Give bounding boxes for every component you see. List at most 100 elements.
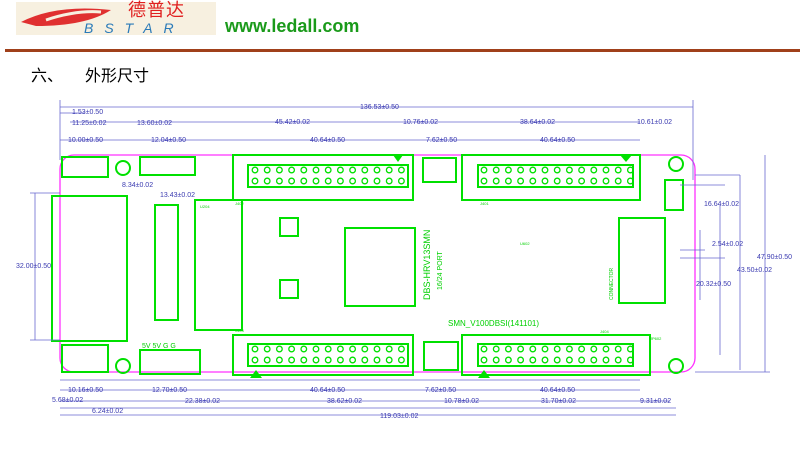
pin [275, 177, 283, 185]
jp602-silk: JP602 [650, 336, 662, 341]
dimension-label: 10.61±0.02 [637, 119, 672, 126]
pin [361, 356, 369, 364]
dimension-label: 7.62±0.50 [425, 387, 456, 394]
logo-chinese: 德普达 [128, 0, 185, 21]
pin [602, 345, 610, 353]
chip [279, 279, 299, 299]
pin [251, 166, 259, 174]
connector-j402: J402 [232, 154, 414, 206]
pin [263, 166, 271, 174]
pin [626, 345, 634, 353]
pin [565, 166, 573, 174]
connector-2pin-top [422, 157, 457, 183]
dimension-label: 22.38±0.02 [185, 398, 220, 405]
pin [385, 177, 393, 185]
pin [553, 166, 561, 174]
pin [504, 166, 512, 174]
pin [517, 177, 525, 185]
power-silk-label: 5V 5V G G [142, 343, 176, 350]
dimension-label: 13.60±0.02 [137, 120, 172, 127]
u204-silk: U204 [200, 204, 210, 209]
chip [279, 217, 299, 237]
connector-j403: J403 [232, 328, 414, 378]
pin [626, 177, 634, 185]
dimension-label: 40.64±0.50 [540, 387, 575, 394]
pin [373, 177, 381, 185]
side-switch [664, 179, 684, 211]
pin [336, 345, 344, 353]
j401-silk: J401 [480, 201, 489, 206]
dimension-label: 38.62±0.02 [327, 398, 362, 405]
pin [541, 345, 549, 353]
pin [578, 356, 586, 364]
pin [312, 166, 320, 174]
pin [541, 356, 549, 364]
pin [397, 177, 405, 185]
connector-4pin-top-left [61, 156, 109, 178]
dimension-label: 12.70±0.50 [152, 387, 187, 394]
pin [385, 345, 393, 353]
logo-english: BSTAR [84, 20, 185, 36]
dimension-label: 40.64±0.50 [310, 387, 345, 394]
pin [565, 356, 573, 364]
pin [578, 166, 586, 174]
dimension-label: 1.53±0.50 [72, 109, 103, 116]
dimension-label: 31.70±0.02 [541, 398, 576, 405]
dimension-label: 136.53±0.50 [360, 104, 399, 111]
pin [590, 177, 598, 185]
pin [480, 345, 488, 353]
pin [300, 166, 308, 174]
website-link[interactable]: www.ledall.com [225, 16, 360, 36]
pin [349, 177, 357, 185]
pin [614, 356, 622, 364]
dimension-label: 43.50±0.02 [737, 267, 772, 274]
right-connector [618, 217, 666, 304]
dimension-label: 10.16±0.50 [68, 387, 103, 394]
dimension-label: 2.54±0.02 [712, 241, 743, 248]
pin [263, 177, 271, 185]
board-port-silk: 16/24 PORT [437, 250, 444, 290]
pin [517, 345, 525, 353]
pin [300, 177, 308, 185]
pin [275, 345, 283, 353]
pin [602, 356, 610, 364]
pin [590, 345, 598, 353]
dimension-label: 32.00±0.50 [16, 263, 51, 270]
pin [578, 177, 586, 185]
connector-3pin-bottom-left [61, 344, 109, 373]
pin [492, 345, 500, 353]
pin [361, 345, 369, 353]
pin [517, 356, 525, 364]
dimension-label: 10.00±0.50 [68, 137, 103, 144]
pin [312, 356, 320, 364]
dimension-lines [30, 100, 770, 416]
j404-silk: J404 [600, 329, 609, 334]
pin [553, 356, 561, 364]
pin [251, 345, 259, 353]
pin [529, 345, 537, 353]
pin [614, 177, 622, 185]
pin [492, 177, 500, 185]
pin [336, 356, 344, 364]
dimension-label: 12.04±0.50 [151, 137, 186, 144]
db9-connector [51, 195, 128, 342]
board-version-silk: SMN_V100DBSI(141101) [448, 319, 539, 328]
connector-j401: J401 [461, 154, 641, 206]
dimension-label: 119.03±0.02 [380, 413, 418, 420]
j402-silk: J402 [235, 201, 244, 206]
pin [275, 356, 283, 364]
logo-swoosh-icon [21, 8, 111, 26]
dimension-label: 13.43±0.02 [160, 192, 195, 199]
mount-hole [668, 156, 684, 172]
pin [361, 166, 369, 174]
pin [397, 345, 405, 353]
pin [480, 177, 488, 185]
pin [553, 177, 561, 185]
ic-u204 [194, 199, 243, 331]
pin [300, 356, 308, 364]
header-pins [251, 166, 634, 364]
pin [288, 345, 296, 353]
dimension-label: 6.24±0.02 [92, 408, 123, 415]
connector-2pin-bottom [423, 341, 459, 371]
